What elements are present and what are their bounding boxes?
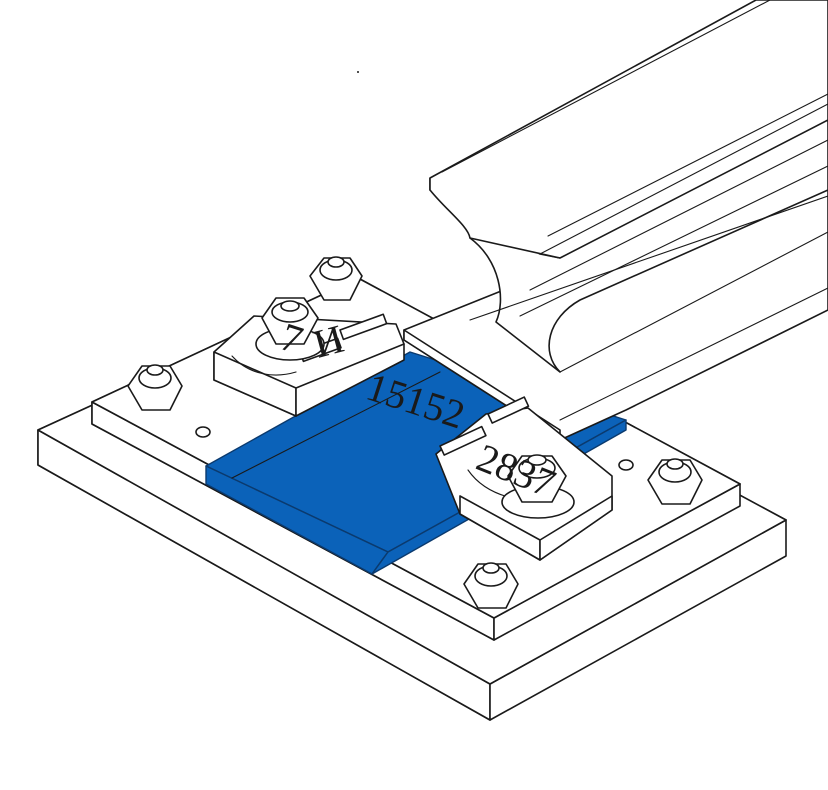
hole-left (195, 426, 211, 438)
nut-back-left (309, 256, 363, 301)
clip-bolt-left (255, 297, 325, 361)
nut-front-left (127, 364, 183, 411)
rail (403, 0, 828, 441)
clip-bolt-right (501, 454, 575, 519)
nut-front-right (647, 458, 703, 505)
hole-right (618, 459, 634, 471)
nut-front (463, 562, 519, 609)
hex-nut-bolt-icon (127, 256, 703, 609)
speck (357, 71, 359, 73)
